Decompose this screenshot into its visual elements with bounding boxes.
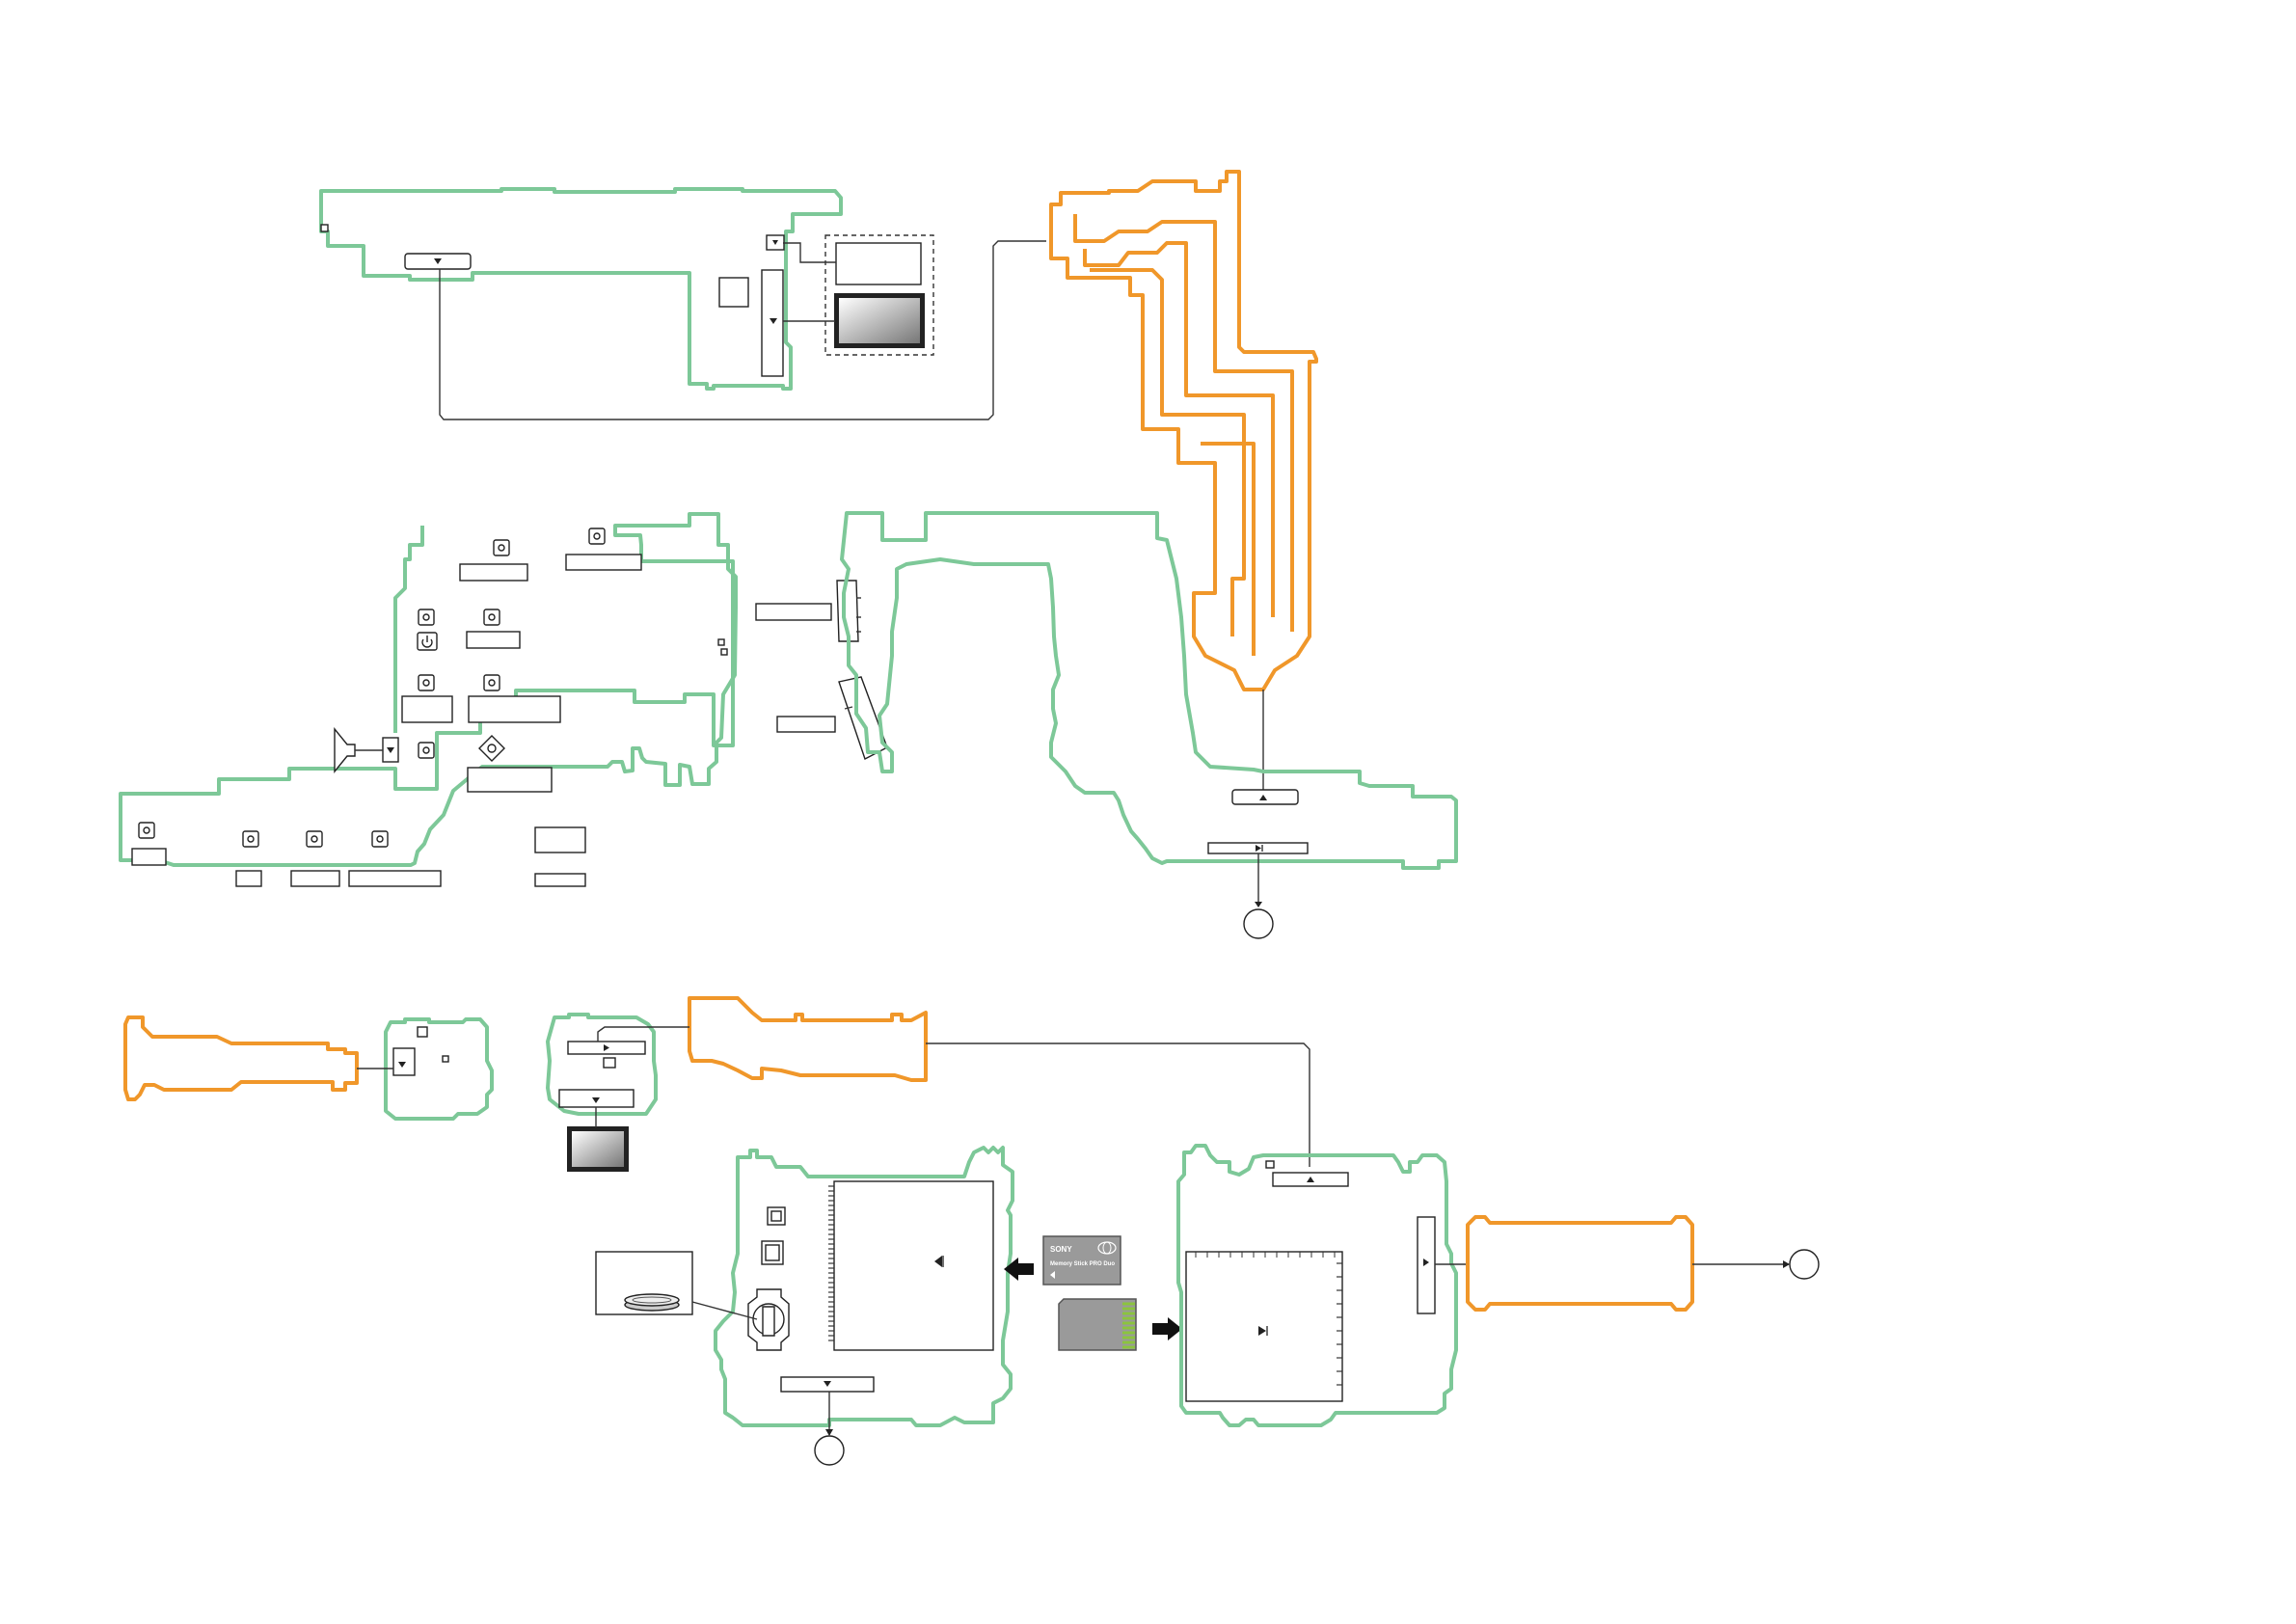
lcd-screen <box>839 298 920 343</box>
switch-5-knob <box>423 680 429 686</box>
lcd-screen <box>572 1131 624 1167</box>
component-label-box <box>535 827 585 853</box>
memory-stick-board-chip <box>771 1211 781 1221</box>
main-board <box>842 513 1456 938</box>
switch-11-knob <box>377 836 383 842</box>
component-label-box <box>469 696 560 722</box>
memory-stick-board <box>596 1148 1034 1465</box>
small-chip <box>718 639 724 645</box>
sd-card-slot <box>1186 1252 1342 1401</box>
lcd-small-panel <box>836 243 921 284</box>
switch-8-knob <box>144 827 149 833</box>
small-board-b-chip <box>604 1058 615 1068</box>
switch-7-knob <box>423 747 429 753</box>
switch-4-knob <box>489 614 495 620</box>
component-label-box <box>468 768 552 792</box>
memory-stick-card: SONY Memory Stick PRO Duo <box>1043 1236 1121 1285</box>
switch-6-knob <box>489 680 495 686</box>
battery-callout-wire <box>692 1302 757 1319</box>
small-board-a-chip <box>418 1027 427 1037</box>
main-board-outline <box>842 513 1456 868</box>
top-board <box>321 189 1046 420</box>
reference-circle-b <box>815 1436 844 1465</box>
battery-holder-clip <box>763 1307 774 1336</box>
switch-1-knob <box>499 545 504 551</box>
component-label-box <box>566 555 641 570</box>
sd-card-board-chip <box>1266 1161 1274 1168</box>
insert-arrow-right <box>1152 1317 1182 1340</box>
speaker-icon <box>335 729 355 771</box>
switch-10-knob <box>311 836 317 842</box>
upper-flex-inner-trace-3 <box>1090 270 1244 636</box>
switch-2-knob <box>594 533 600 539</box>
memory-stick-product-name: Memory Stick PRO Duo <box>1050 1261 1115 1267</box>
component-label-box <box>236 871 261 886</box>
lower-right-flex-cable <box>1468 1217 1692 1310</box>
switch-9-knob <box>248 836 254 842</box>
top-board-small-chip <box>321 225 328 231</box>
reference-circle-a <box>1244 909 1273 938</box>
small-board-a-chip <box>443 1056 448 1062</box>
memory-stick-board-chip <box>766 1245 779 1260</box>
lower-middle-flex-cable <box>689 998 926 1080</box>
top-board-ic <box>719 278 748 307</box>
reference-circle-c <box>1790 1250 1819 1279</box>
multi-selector-center <box>488 744 496 752</box>
component-label-box <box>291 871 339 886</box>
component-label-box <box>777 717 835 732</box>
sd-card-board-side-connector <box>1418 1217 1435 1313</box>
component-label-box <box>467 632 520 648</box>
coin-battery-icon <box>625 1294 679 1311</box>
main-board-connector-a <box>1232 790 1298 804</box>
middle-left-board <box>121 514 736 886</box>
component-label-box <box>402 696 452 722</box>
lower-left-flex-cable <box>125 1017 357 1099</box>
arrow-right-icon <box>1255 902 1262 907</box>
top-board-wire-to-small-panel <box>783 243 836 262</box>
component-label-box <box>132 849 166 865</box>
component-label-box <box>349 871 441 886</box>
top-board-long-connector <box>762 270 783 376</box>
small-board-b-to-flex-wire <box>598 1027 689 1042</box>
coin-battery-holder <box>748 1289 789 1350</box>
upper-flex-cable-outline <box>1051 172 1316 690</box>
switch-3-knob <box>423 614 429 620</box>
top-board-cable-route <box>440 241 1046 420</box>
component-label-box <box>460 564 527 581</box>
tact-switches <box>139 528 605 847</box>
upper-flex-cable <box>1051 172 1316 791</box>
component-label-box <box>756 604 831 620</box>
memory-stick-slot-pins <box>828 1186 834 1340</box>
bottom-left-assembly <box>125 998 1310 1171</box>
arrow-right-icon <box>825 1429 833 1436</box>
component-label-box <box>535 874 585 886</box>
arrow-right-icon <box>1783 1260 1790 1268</box>
memory-stick-slot <box>834 1181 993 1350</box>
sd-card-board <box>1178 1146 1819 1425</box>
memory-stick-brand: SONY <box>1050 1245 1072 1254</box>
sd-card <box>1059 1299 1182 1350</box>
small-chip <box>721 649 727 655</box>
